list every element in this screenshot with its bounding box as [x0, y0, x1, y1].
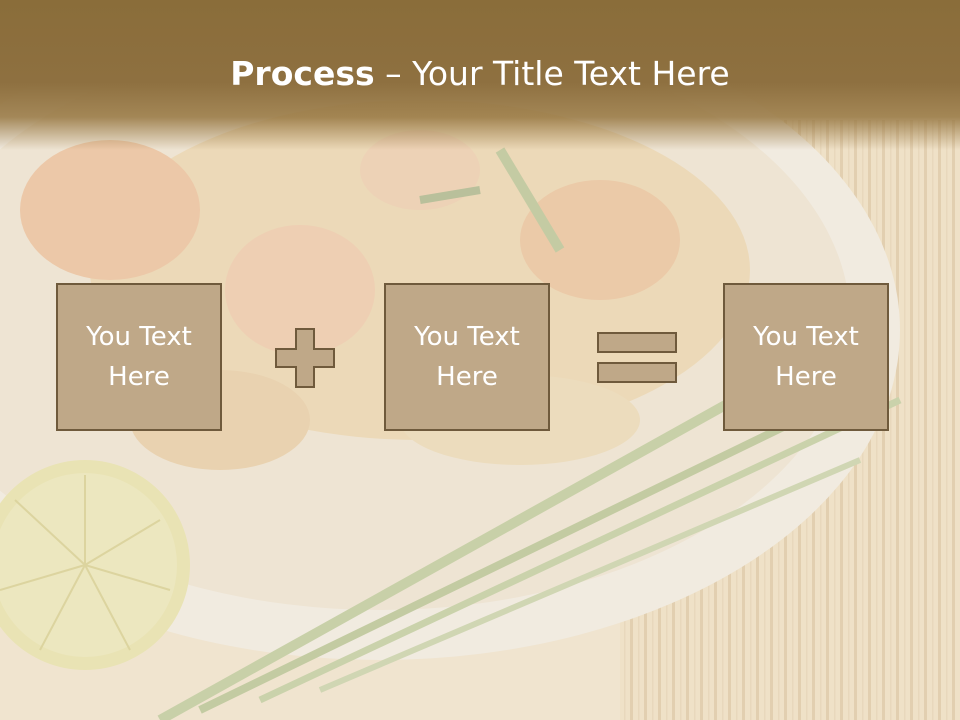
process-box-1[interactable]: You Text Here [56, 283, 222, 431]
process-box-3[interactable]: You Text Here [723, 283, 889, 431]
process-box-2-text: You Text Here [414, 322, 520, 392]
process-box-3-text: You Text Here [753, 322, 859, 392]
slide-title[interactable]: Process – Your Title Text Here [0, 52, 960, 96]
plus-icon [275, 328, 335, 388]
process-box-2[interactable]: You Text Here [384, 283, 550, 431]
title-band [0, 0, 960, 150]
process-box-1-text: You Text Here [86, 322, 192, 392]
title-separator: – [374, 54, 413, 93]
title-rest: Your Title Text Here [412, 54, 730, 93]
title-bold: Process [230, 54, 375, 93]
equals-icon [597, 332, 677, 383]
